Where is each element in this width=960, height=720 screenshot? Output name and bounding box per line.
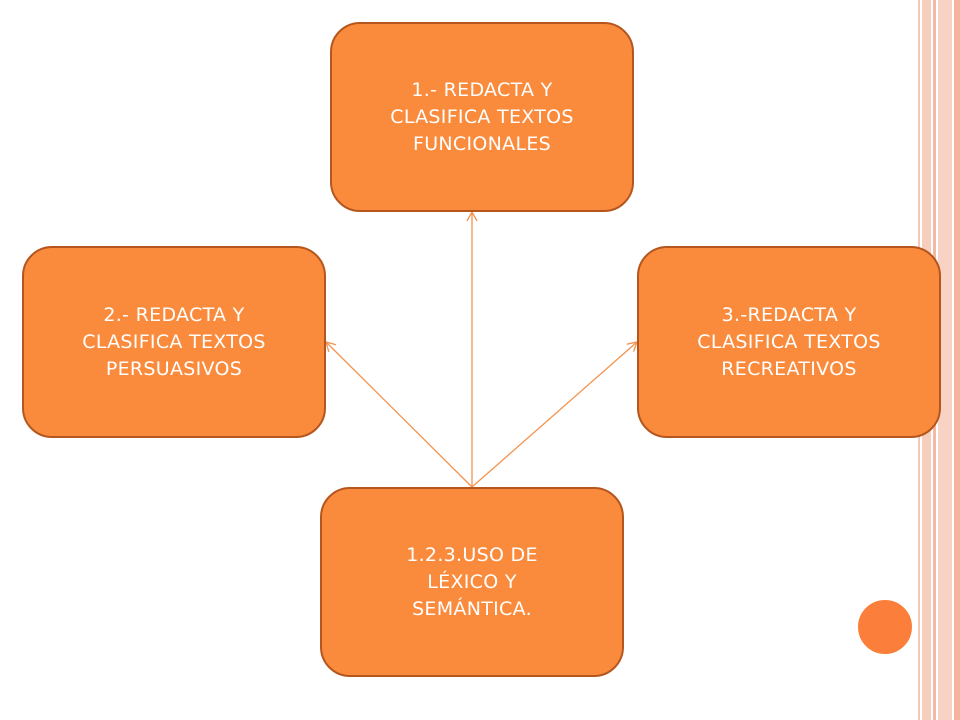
edge-center-to-right xyxy=(471,341,639,488)
decorative-circle xyxy=(856,598,914,656)
node-lexico-semantica-text: 1.2.3.USO DE LÉXICO Y SEMÁNTICA. xyxy=(406,543,538,620)
node-recreativos: 3.-REDACTA Y CLASIFICA TEXTOS RECREATIVO… xyxy=(637,246,941,438)
node-recreativos-text: 3.-REDACTA Y CLASIFICA TEXTOS RECREATIVO… xyxy=(697,303,881,380)
node-lexico-semantica: 1.2.3.USO DE LÉXICO Y SEMÁNTICA. xyxy=(320,487,624,677)
node-persuasivos: 2.- REDACTA Y CLASIFICA TEXTOS PERSUASIV… xyxy=(22,246,326,438)
decorative-stripe xyxy=(954,0,960,720)
edge-center-to-left xyxy=(325,341,473,488)
decorative-stripe xyxy=(938,0,952,720)
node-funcionales-text: 1.- REDACTA Y CLASIFICA TEXTOS FUNCIONAL… xyxy=(390,78,574,155)
node-funcionales: 1.- REDACTA Y CLASIFICA TEXTOS FUNCIONAL… xyxy=(330,22,634,212)
node-persuasivos-text: 2.- REDACTA Y CLASIFICA TEXTOS PERSUASIV… xyxy=(82,303,266,380)
